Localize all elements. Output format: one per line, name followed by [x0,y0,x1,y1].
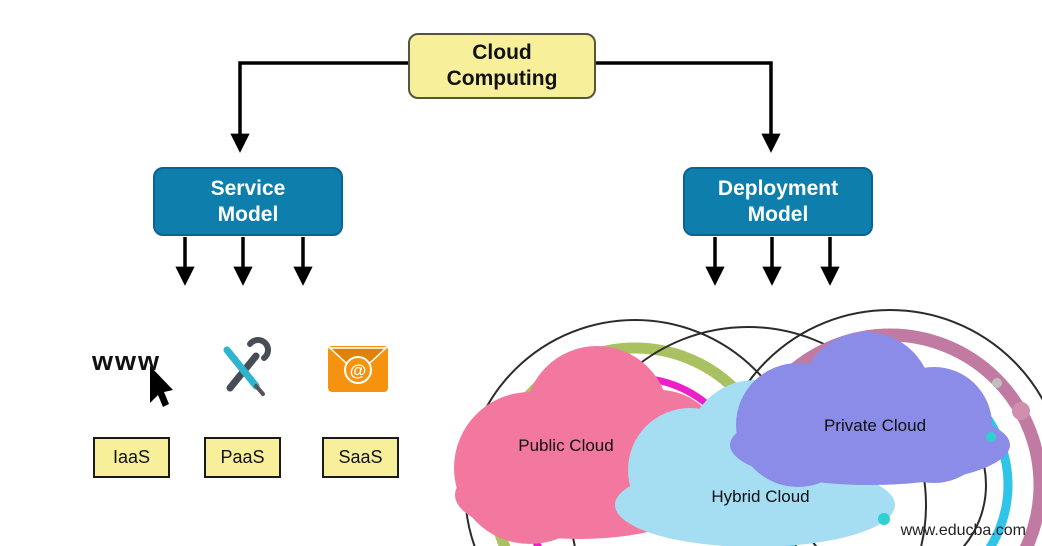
watermark: www.educba.com [900,522,1026,539]
paas-label: PaaS [220,447,265,467]
connector-arrows [175,61,840,286]
node-cloud-computing: Cloud Computing [408,33,596,99]
node-deployment-model: Deployment Model [683,167,873,236]
iaas-label: IaaS [112,447,151,467]
box-iaas: IaaS [93,437,170,478]
saas-label: SaaS [338,447,383,467]
node-service-model: Service Model [153,167,343,236]
email-icon: @ [328,346,388,392]
box-paas: PaaS [204,437,281,478]
connector-root-to-service [230,61,408,153]
connector-root-to-deployment [596,61,781,153]
email-at-symbol: @ [350,361,367,380]
node-deployment-model-label: Deployment Model [717,176,839,226]
node-service-model-label: Service Model [210,176,286,226]
cursor-icon [150,366,173,407]
node-cloud-computing-label: Cloud Computing [446,41,558,90]
private-cloud-label: Private Cloud [823,416,927,435]
box-saas: SaaS [322,437,399,478]
tools-icon [223,337,271,396]
public-cloud-label: Public Cloud [518,436,614,455]
www-icon: www [92,346,162,376]
decorative-dots [878,378,1030,525]
hybrid-cloud-label: Hybrid Cloud [711,487,810,506]
private-cloud-shape [730,332,1010,487]
